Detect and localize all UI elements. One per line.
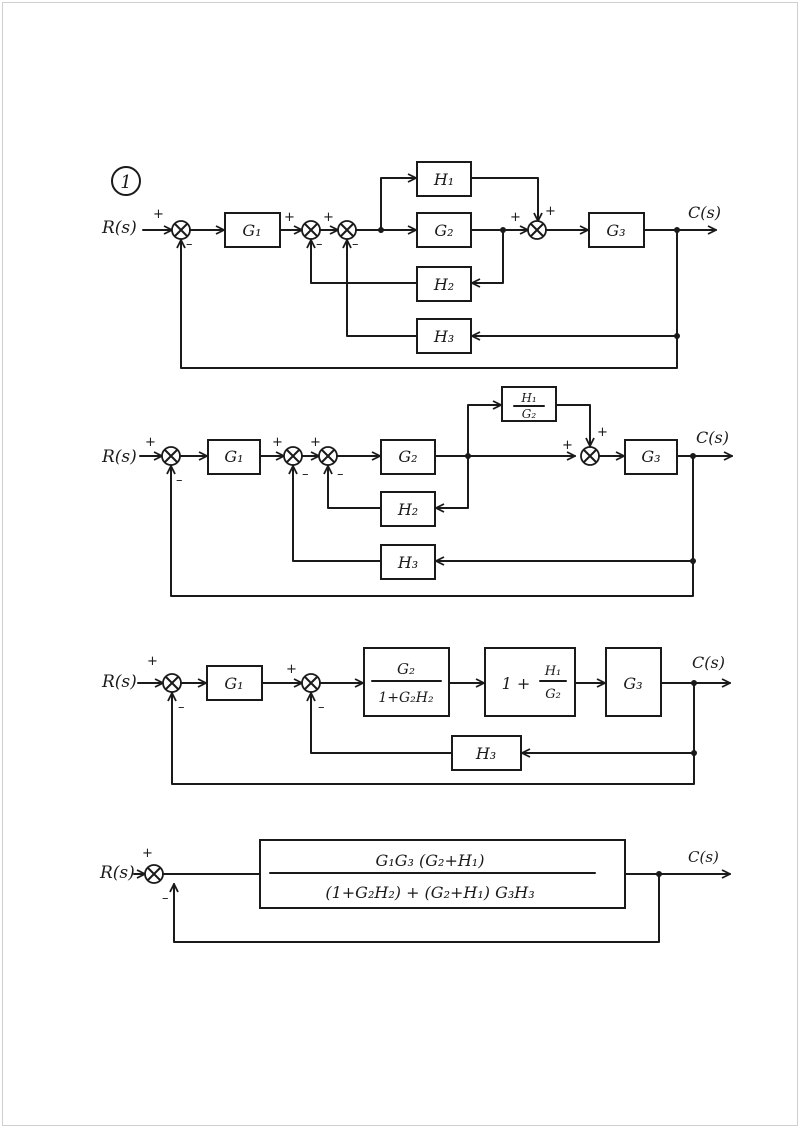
block-g1 xyxy=(206,665,263,701)
block-g2 xyxy=(380,439,436,475)
sign-plus: + xyxy=(286,662,297,677)
summing-junction-1 xyxy=(144,864,164,884)
sign-minus: – xyxy=(178,700,185,715)
block-g2-label: G₂ xyxy=(434,221,453,240)
sign-minus: – xyxy=(176,473,183,488)
block-h2 xyxy=(416,266,472,302)
block-h1-label: H₁ xyxy=(433,170,454,189)
block-h2 xyxy=(380,491,436,527)
input-label: R(s) xyxy=(99,863,135,883)
sign-plus: + xyxy=(145,435,156,450)
summing-junction-2 xyxy=(301,673,321,693)
block-g3 xyxy=(624,439,678,475)
sign-plus: + xyxy=(284,210,295,225)
sign-minus: – xyxy=(302,467,309,482)
transfer-denominator: (1+G₂H₂) + (G₂+H₁) G₃H₃ xyxy=(325,883,534,902)
input-label: R(s) xyxy=(101,218,137,238)
block-g3-label: G₃ xyxy=(606,221,625,240)
block-feedforward-denominator: G₂ xyxy=(545,687,561,702)
block-feedforward-numerator: H₁ xyxy=(544,664,562,679)
block-h3-label: H₃ xyxy=(475,744,496,763)
output-label: C(s) xyxy=(688,203,721,222)
problem-number-marker: 1 xyxy=(111,166,141,196)
input-label: R(s) xyxy=(101,447,137,467)
block-h3-label: H₃ xyxy=(433,327,454,346)
sign-plus: + xyxy=(147,654,158,669)
block-g3-label: G₃ xyxy=(623,674,642,693)
sign-minus: – xyxy=(318,700,325,715)
sign-plus: + xyxy=(510,210,521,225)
block-g1-label: G₁ xyxy=(224,447,243,466)
sign-plus: + xyxy=(272,435,283,450)
diagram-1-original: R(s) + – G₁ + – + – H₁ G₂ + xyxy=(101,161,721,369)
block-g2 xyxy=(416,212,472,248)
block-h3-label: H₃ xyxy=(397,553,418,572)
sign-minus: – xyxy=(162,891,169,906)
block-h1-over-g2-numerator: H₁ xyxy=(520,391,536,405)
sign-plus: + xyxy=(310,435,321,450)
sign-plus: + xyxy=(562,438,573,453)
problem-number: 1 xyxy=(120,172,131,193)
block-h1-over-g2 xyxy=(501,386,557,422)
summing-junction-1 xyxy=(162,673,182,693)
block-g1-label: G₁ xyxy=(242,221,261,240)
output-label: C(s) xyxy=(696,428,729,447)
block-h2-label: H₂ xyxy=(397,500,418,519)
block-inner-loop-numerator: G₂ xyxy=(397,660,415,678)
block-g1 xyxy=(207,439,261,475)
summing-junction-3 xyxy=(318,446,338,466)
sign-minus: – xyxy=(316,237,323,252)
diagram-2-moved-branch: R(s) + – G₁ + – + – G₂ H₁ G₂ xyxy=(101,386,733,597)
diagram-4-final: R(s) + – G₁G₃ (G₂+H₁) (1+G₂H₂) + (G₂+H₁)… xyxy=(99,839,731,943)
sign-minus: – xyxy=(337,467,344,482)
summing-junction-4 xyxy=(527,220,547,240)
summing-junction-4 xyxy=(580,446,600,466)
output-label: C(s) xyxy=(688,848,719,866)
sign-minus: – xyxy=(186,237,193,252)
sign-plus: + xyxy=(153,207,164,222)
sign-plus: + xyxy=(142,846,153,861)
block-h1-over-g2-denominator: G₂ xyxy=(522,407,537,421)
block-g3-label: G₃ xyxy=(641,447,660,466)
summing-junction-2 xyxy=(283,446,303,466)
block-feedforward-prefix: 1 + xyxy=(502,674,531,693)
transfer-numerator: G₁G₃ (G₂+H₁) xyxy=(376,851,485,870)
block-g3 xyxy=(605,647,662,717)
block-g2-label: G₂ xyxy=(398,447,417,466)
block-h3 xyxy=(451,735,522,771)
sign-minus: – xyxy=(352,237,359,252)
input-label: R(s) xyxy=(101,672,137,692)
output-label: C(s) xyxy=(692,653,725,672)
block-g1 xyxy=(224,212,281,248)
block-inner-loop-denominator: 1+G₂H₂ xyxy=(378,690,434,706)
sign-plus: + xyxy=(323,210,334,225)
diagram-3-reduced-inner: R(s) + – G₁ + – G₂ 1+G₂H₂ 1 + H₁ G₂ G₃ xyxy=(101,647,731,785)
block-g1-label: G₁ xyxy=(224,674,243,693)
sign-plus: + xyxy=(597,425,608,440)
summing-junction-1 xyxy=(161,446,181,466)
sign-plus: + xyxy=(545,204,556,219)
block-h2-label: H₂ xyxy=(433,275,454,294)
block-h3 xyxy=(380,544,436,580)
block-h1 xyxy=(416,161,472,197)
